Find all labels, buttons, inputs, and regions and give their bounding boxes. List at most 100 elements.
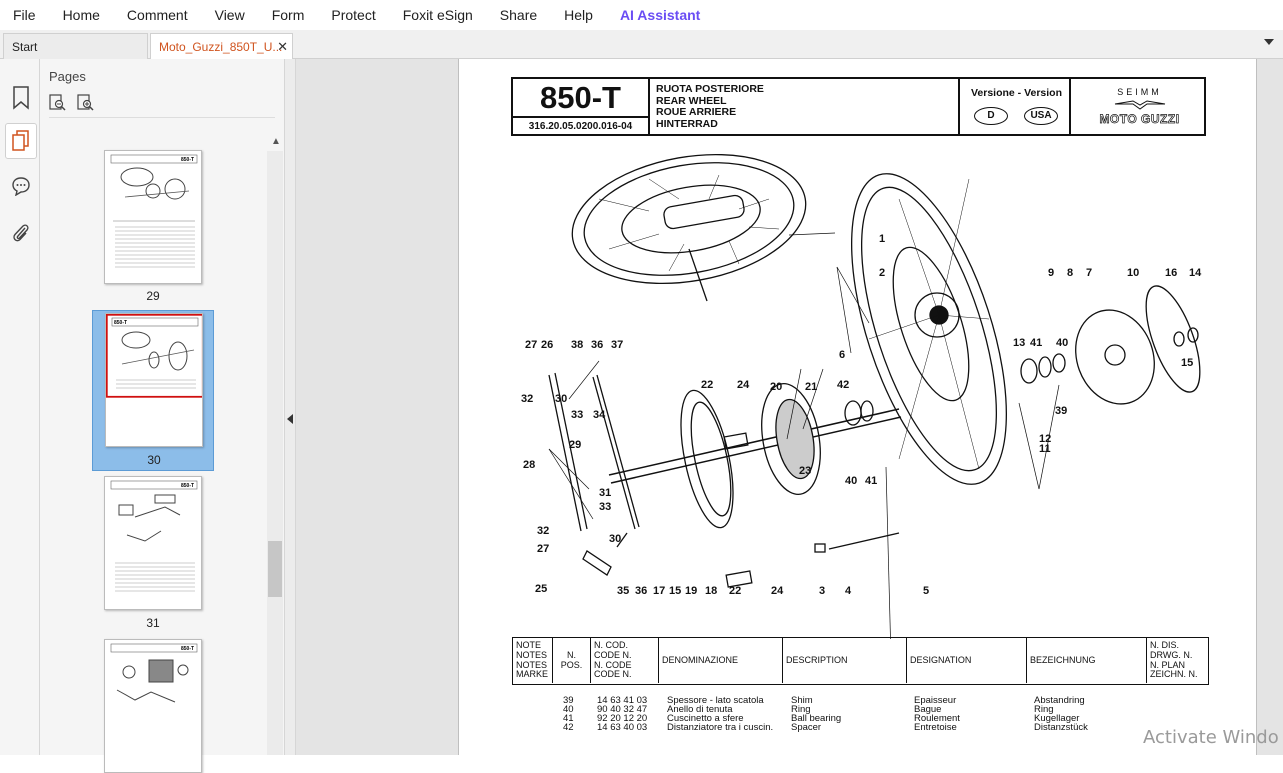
tab-bar: Start Moto_Guzzi_850T_U... ✕ — [0, 30, 1283, 59]
callout-number: 9 — [1048, 267, 1055, 279]
thumbnail-panel: Pages ▲ 850-T 29 — [40, 59, 284, 773]
model-number: 850-T — [513, 79, 650, 118]
col-bezeichnung: BEZEICHNUNG — [1027, 638, 1147, 683]
zoom-in-thumbnail-icon[interactable] — [77, 94, 95, 117]
menu-protect[interactable]: Protect — [331, 7, 376, 23]
callout-number: 13 — [1013, 337, 1026, 349]
callout-number: 22 — [701, 379, 714, 391]
callout-number: 8 — [1067, 267, 1074, 279]
thumbnail-page-30[interactable]: 850-T 30 — [92, 310, 214, 471]
callout-number: 6 — [839, 349, 846, 361]
callout-number: 37 — [611, 339, 624, 351]
callout-number: 4 — [845, 585, 852, 597]
callout-number: 20 — [770, 381, 783, 393]
callout-number: 19 — [685, 585, 698, 597]
callout-number: 41 — [865, 475, 878, 487]
callout-number: 38 — [571, 339, 584, 351]
callout-number: 41 — [1030, 337, 1043, 349]
thumbnail-label: 29 — [146, 289, 160, 303]
svg-text:850-T: 850-T — [181, 483, 194, 489]
comments-icon[interactable] — [8, 173, 34, 199]
tab-start-label: Start — [12, 39, 38, 54]
callout-number: 22 — [729, 585, 742, 597]
attachments-icon[interactable] — [8, 220, 34, 246]
title-it: RUOTA POSTERIORE — [656, 83, 764, 95]
callout-number: 39 — [1055, 405, 1068, 417]
svg-text:850-T: 850-T — [181, 157, 194, 163]
menu-bar: File Home Comment View Form Protect Foxi… — [0, 0, 1283, 30]
callout-number: 14 — [1189, 267, 1202, 279]
callout-number: 36 — [635, 585, 648, 597]
callout-number: 27 — [525, 339, 538, 351]
callout-number: 30 — [555, 393, 568, 405]
thumbnail-page-31[interactable]: 850-T 31 — [92, 474, 214, 634]
eagle-logo-icon — [1114, 100, 1166, 110]
callout-number: 29 — [569, 439, 582, 451]
menu-ai-assistant[interactable]: AI Assistant — [619, 7, 701, 23]
col-designation: DESIGNATION — [907, 638, 1027, 683]
version-box: Versione - Version D USA — [958, 79, 1071, 134]
callout-number: 15 — [1181, 357, 1194, 369]
panel-splitter[interactable] — [284, 59, 296, 755]
callout-number: 21 — [805, 381, 818, 393]
tab-start[interactable]: Start — [3, 33, 148, 59]
pages-panel-icon[interactable] — [5, 123, 37, 159]
svg-text:850-T: 850-T — [114, 320, 127, 326]
title-fr: ROUE ARRIERE — [656, 106, 737, 119]
windows-activation-watermark: Activate Windo — [1143, 727, 1279, 748]
thumbnail-page-32[interactable]: 850-T — [92, 637, 214, 773]
callout-number: 35 — [617, 585, 630, 597]
thumbnail-image: 850-T — [104, 476, 202, 610]
callout-number: 40 — [845, 475, 858, 487]
callout-number: 26 — [541, 339, 554, 351]
document-page: 850-T 316.20.05.0200.016-04 RUOTA POSTER… — [458, 59, 1257, 755]
close-tab-icon[interactable]: ✕ — [277, 39, 288, 54]
menu-help[interactable]: Help — [564, 7, 593, 23]
callout-number: 2 — [879, 267, 886, 279]
version-badge-usa: USA — [1024, 107, 1058, 125]
thumbnail-scrollbar-thumb[interactable] — [268, 541, 282, 597]
bookmark-icon[interactable] — [8, 85, 34, 111]
col-position: N.POS. — [553, 638, 591, 683]
callout-number: 15 — [669, 585, 682, 597]
menu-form[interactable]: Form — [271, 7, 305, 23]
tab-document[interactable]: Moto_Guzzi_850T_U... ✕ — [150, 33, 293, 59]
callout-number: 3 — [819, 585, 826, 597]
menu-foxit-esign[interactable]: Foxit eSign — [402, 7, 473, 23]
thumbnail-page-29[interactable]: 850-T 29 — [92, 147, 214, 307]
callout-number: 28 — [523, 459, 536, 471]
tab-document-label: Moto_Guzzi_850T_U... — [159, 39, 283, 54]
callout-number: 1 — [879, 233, 886, 245]
zoom-out-thumbnail-icon[interactable] — [49, 94, 67, 117]
menu-share[interactable]: Share — [499, 7, 538, 23]
callout-number: 30 — [609, 533, 622, 545]
callout-number: 24 — [737, 379, 750, 391]
callout-number: 18 — [705, 585, 718, 597]
menu-comment[interactable]: Comment — [126, 7, 188, 23]
brand-top-text: SEIMM — [1117, 87, 1162, 97]
document-header: 850-T 316.20.05.0200.016-04 RUOTA POSTER… — [511, 77, 1206, 136]
callout-number: 31 — [599, 487, 612, 499]
callout-number: 42 — [837, 379, 850, 391]
callout-number: 40 — [1056, 337, 1069, 349]
callout-number: 12 — [1039, 433, 1052, 445]
tab-list-dropdown-icon[interactable] — [1264, 39, 1274, 45]
version-badge-d: D — [974, 107, 1008, 125]
version-title: Versione - Version — [970, 87, 1063, 99]
callout-number: 11 — [1039, 443, 1051, 455]
callout-number: 24 — [771, 585, 784, 597]
thumbnail-label: 30 — [147, 453, 161, 467]
callout-number: 33 — [599, 501, 612, 513]
thumbnail-image: 850-T — [104, 639, 202, 773]
menu-view[interactable]: View — [214, 7, 245, 23]
callout-number: 34 — [593, 409, 606, 421]
scroll-up-icon[interactable]: ▲ — [271, 136, 281, 147]
menu-home[interactable]: Home — [62, 7, 100, 23]
collapse-panel-icon[interactable] — [287, 414, 293, 424]
callout-number: 16 — [1165, 267, 1178, 279]
thumbnail-scrollbar[interactable] — [267, 151, 283, 755]
menu-file[interactable]: File — [13, 7, 36, 23]
